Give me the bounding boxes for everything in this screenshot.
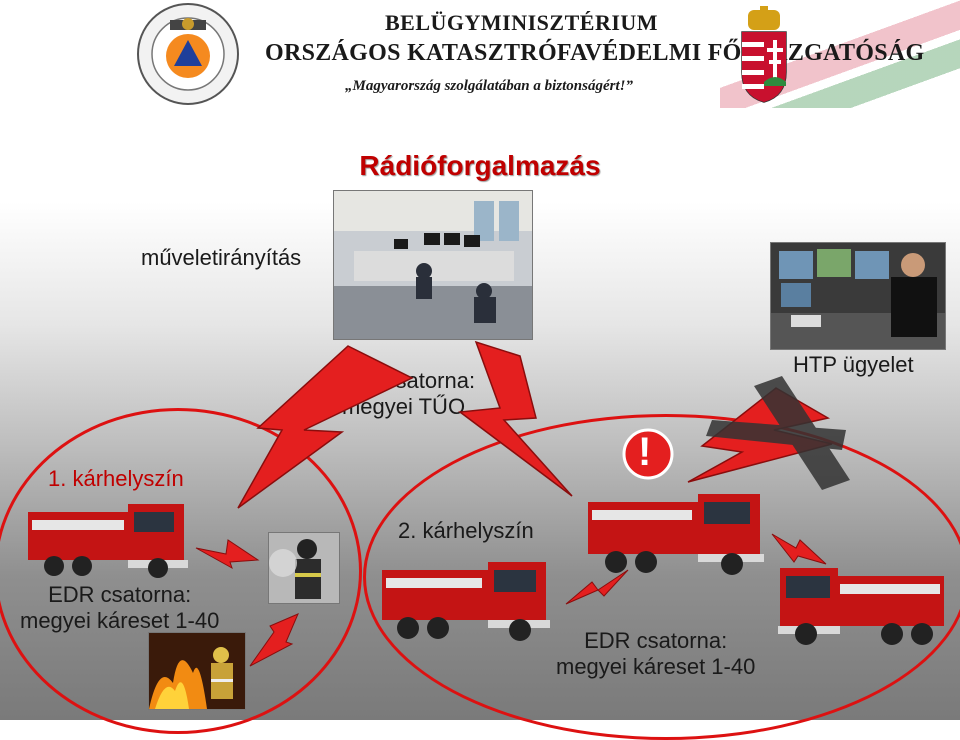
directorate-name: ORSZÁGOS KATASZTRÓFAVÉDELMI FŐIGAZGATÓSÁ…	[265, 40, 925, 66]
firefighter-fire-photo	[148, 632, 246, 710]
motto-text: „Magyarország szolgálatában a biztonságé…	[345, 78, 633, 94]
fire-truck-scene2-left	[382, 562, 550, 641]
scene1-edr-label: EDR csatorna: megyei kárеset 1-40	[20, 582, 220, 633]
signal-overlay	[195, 340, 850, 667]
fire-truck-scene1	[28, 504, 188, 578]
operations-label: műveletirányítás	[141, 245, 302, 270]
htp-dispatcher-photo	[770, 242, 946, 350]
scene2-edr-label: EDR csatorna: megyei káreset 1-40	[556, 628, 756, 679]
hungarian-coat-of-arms-icon	[741, 6, 787, 103]
ministry-name: BELÜGYMINISZTÉRIUM	[385, 10, 659, 35]
fire-truck-scene2-right	[778, 568, 944, 645]
firefighter-smoke-photo	[268, 532, 340, 604]
cross-icon	[706, 376, 850, 490]
control-room-photo	[333, 190, 533, 340]
fire-truck-scene2-top	[588, 494, 764, 575]
scene2-label: 2. kárhelyszín	[398, 518, 534, 543]
lightning-bolt-icon	[565, 569, 629, 605]
lightning-bolt-icon	[771, 533, 827, 565]
lightning-bolt-icon	[458, 340, 573, 497]
warning-glyph: !	[638, 430, 652, 474]
htp-duty-label: HTP ügyelet	[793, 352, 914, 377]
header-banner: BELÜGYMINISZTÉRIUM ORSZÁGOS KATASZTRÓFAV…	[0, 0, 960, 108]
slide-title: Rádióforgalmazás	[359, 150, 601, 181]
disaster-management-seal-icon	[137, 3, 239, 105]
lightning-bolt-icon	[249, 613, 299, 667]
warning-icon	[622, 428, 674, 480]
lightning-bolt-icon	[195, 539, 260, 570]
scene1-label: 1. kárhelyszín	[48, 466, 184, 491]
lightning-bolt-icon	[237, 345, 414, 509]
